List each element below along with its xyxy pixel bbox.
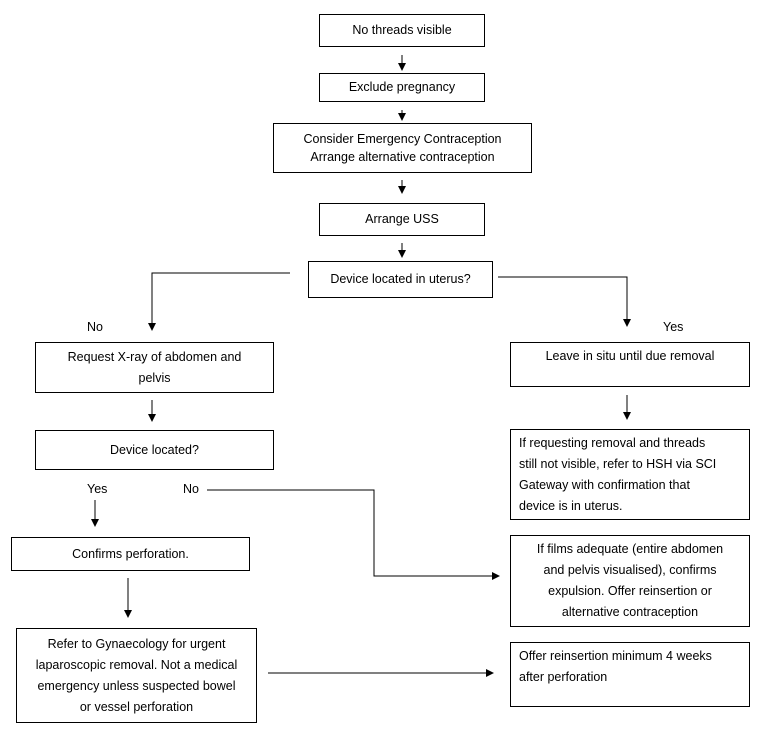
node-text: Confirms perforation. xyxy=(72,546,189,561)
node-no-threads: No threads visible xyxy=(319,14,485,47)
node-line: laparoscopic removal. Not a medical xyxy=(35,657,238,672)
node-text: Device located in uterus? xyxy=(330,272,471,286)
node-line: device is in uterus. xyxy=(519,499,623,513)
node-request-xray: Request X-ray of abdomen and pelvis xyxy=(35,342,274,393)
node-if-requesting-removal: If requesting removal and threads still … xyxy=(510,429,750,520)
label-located-yes: Yes xyxy=(87,482,108,496)
node-text: Leave in situ until due removal xyxy=(545,349,715,363)
node-line: after perforation xyxy=(519,670,608,684)
arrow-located-no xyxy=(207,489,500,580)
node-device-located: Device located? xyxy=(35,430,274,470)
node-line: pelvis xyxy=(138,370,171,385)
arrow-uterus-yes xyxy=(498,276,631,327)
node-leave-in-situ: Leave in situ until due removal xyxy=(510,342,750,387)
node-line: Arrange alternative contraception xyxy=(310,150,495,164)
label-located-no: No xyxy=(183,482,199,496)
node-line: Request X-ray of abdomen and xyxy=(67,349,242,364)
node-line: expulsion. Offer reinsertion or xyxy=(548,584,712,598)
node-text: No threads visible xyxy=(352,23,452,37)
node-consider-emergency-contraception: Consider Emergency Contraception Arrange… xyxy=(273,123,532,173)
node-text: Exclude pregnancy xyxy=(348,80,456,94)
node-exclude-pregnancy: Exclude pregnancy xyxy=(319,73,485,102)
node-line: alternative contraception xyxy=(561,605,699,619)
node-offer-reinsertion: Offer reinsertion minimum 4 weeks after … xyxy=(510,642,750,707)
node-line: If requesting removal and threads xyxy=(519,436,706,450)
node-text: Arrange USS xyxy=(365,212,439,226)
node-line: or vessel perforation xyxy=(79,699,194,714)
node-device-located-in-uterus: Device located in uterus? xyxy=(308,261,493,298)
label-uterus-yes: Yes xyxy=(663,320,684,334)
node-line: and pelvis visualised), confirms xyxy=(543,563,717,577)
node-refer-gynaecology: Refer to Gynaecology for urgent laparosc… xyxy=(16,628,257,723)
node-line: Gateway with confirmation that xyxy=(519,478,690,492)
node-text: Device located? xyxy=(110,442,199,457)
node-line: Offer reinsertion minimum 4 weeks xyxy=(519,649,712,663)
arrow-uterus-no xyxy=(148,272,290,331)
label-uterus-no: No xyxy=(87,320,103,334)
node-line: still not visible, refer to HSH via SCI xyxy=(519,457,717,471)
node-arrange-uss: Arrange USS xyxy=(319,203,485,236)
node-confirms-perforation: Confirms perforation. xyxy=(11,537,250,571)
node-line: Refer to Gynaecology for urgent xyxy=(47,636,226,651)
node-if-films-adequate: If films adequate (entire abdomen and pe… xyxy=(510,535,750,627)
node-line: Consider Emergency Contraception xyxy=(303,132,502,146)
node-line: emergency unless suspected bowel xyxy=(37,678,236,693)
node-line: If films adequate (entire abdomen xyxy=(536,542,724,556)
